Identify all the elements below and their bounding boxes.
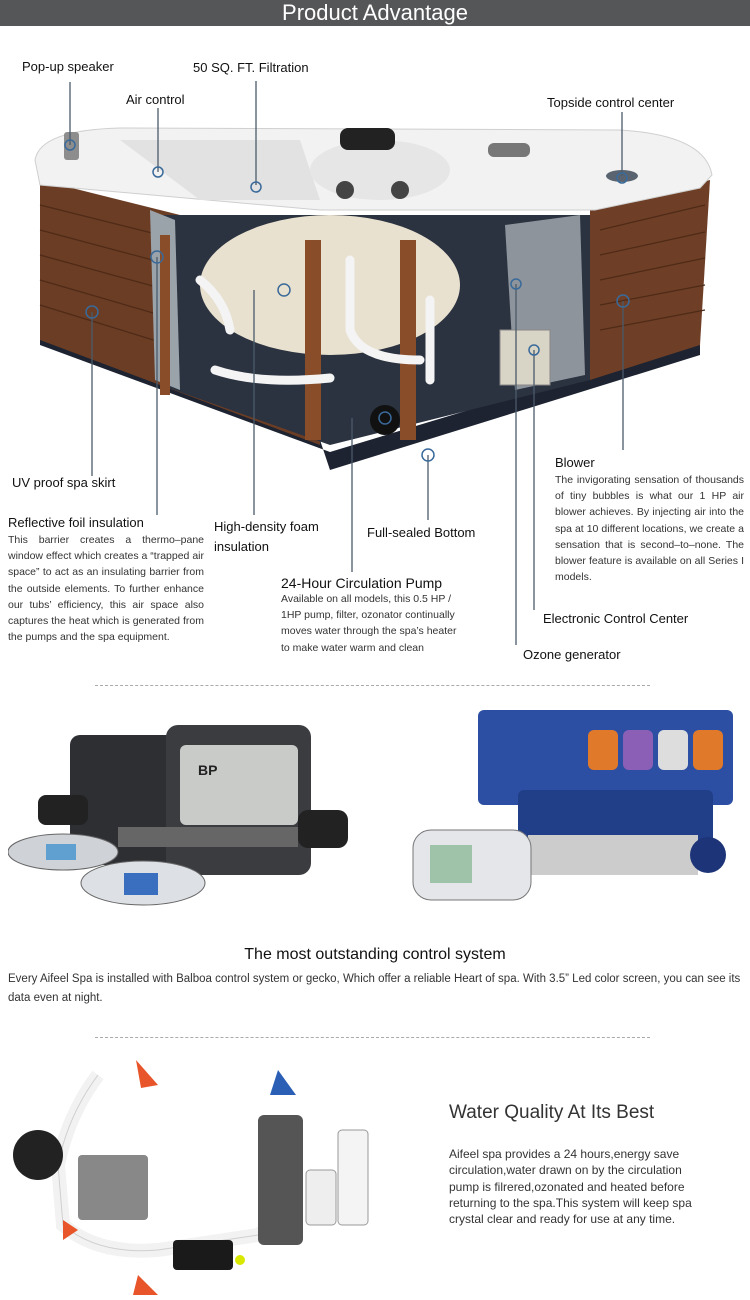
control-system-text: Every Aifeel Spa is installed with Balbo… bbox=[8, 973, 741, 1004]
label-foam-insulation: High-density foam insulation bbox=[214, 519, 319, 554]
page-title: Product Advantage bbox=[282, 0, 468, 25]
divider bbox=[95, 685, 650, 686]
label-popup-speaker: Pop-up speaker bbox=[22, 59, 114, 74]
header-bar bbox=[0, 0, 750, 26]
label-electronic-control: Electronic Control Center bbox=[543, 611, 689, 626]
label-sealed-bottom: Full-sealed Bottom bbox=[367, 525, 476, 540]
control-system-title: The most outstanding control system bbox=[244, 946, 506, 963]
label-blower: Blower bbox=[555, 455, 595, 470]
label-topside-control: Topside control center bbox=[547, 95, 675, 110]
label-circulation-pump: 24-Hour Circulation Pump bbox=[281, 575, 443, 591]
label-filtration: 50 SQ. FT. Filtration bbox=[193, 60, 309, 75]
blower-description: The invigorating sensation of thousands … bbox=[555, 474, 744, 584]
circulation-pump-description: Available on all models, this 0.5 HP / 1… bbox=[281, 593, 457, 654]
svg-text:BP: BP bbox=[198, 762, 217, 778]
divider bbox=[95, 1037, 650, 1038]
label-air-control: Air control bbox=[126, 92, 185, 107]
water-system-image bbox=[13, 1060, 369, 1295]
water-quality-text: Aifeel spa provides a 24 hours,energy sa… bbox=[449, 1147, 692, 1227]
callout-leaders bbox=[156, 476, 535, 645]
gecko-control-image bbox=[412, 710, 733, 901]
balboa-control-image: BP bbox=[8, 725, 348, 906]
reflective-foil-description: This barrier creates a thermo–pane windo… bbox=[8, 534, 204, 644]
label-reflective-foil: Reflective foil insulation bbox=[8, 515, 144, 530]
label-ozone-generator: Ozone generator bbox=[523, 647, 621, 662]
water-quality-title: Water Quality At Its Best bbox=[449, 1102, 655, 1123]
label-uv-skirt: UV proof spa skirt bbox=[12, 475, 116, 490]
spa-cutaway-image bbox=[34, 81, 713, 476]
